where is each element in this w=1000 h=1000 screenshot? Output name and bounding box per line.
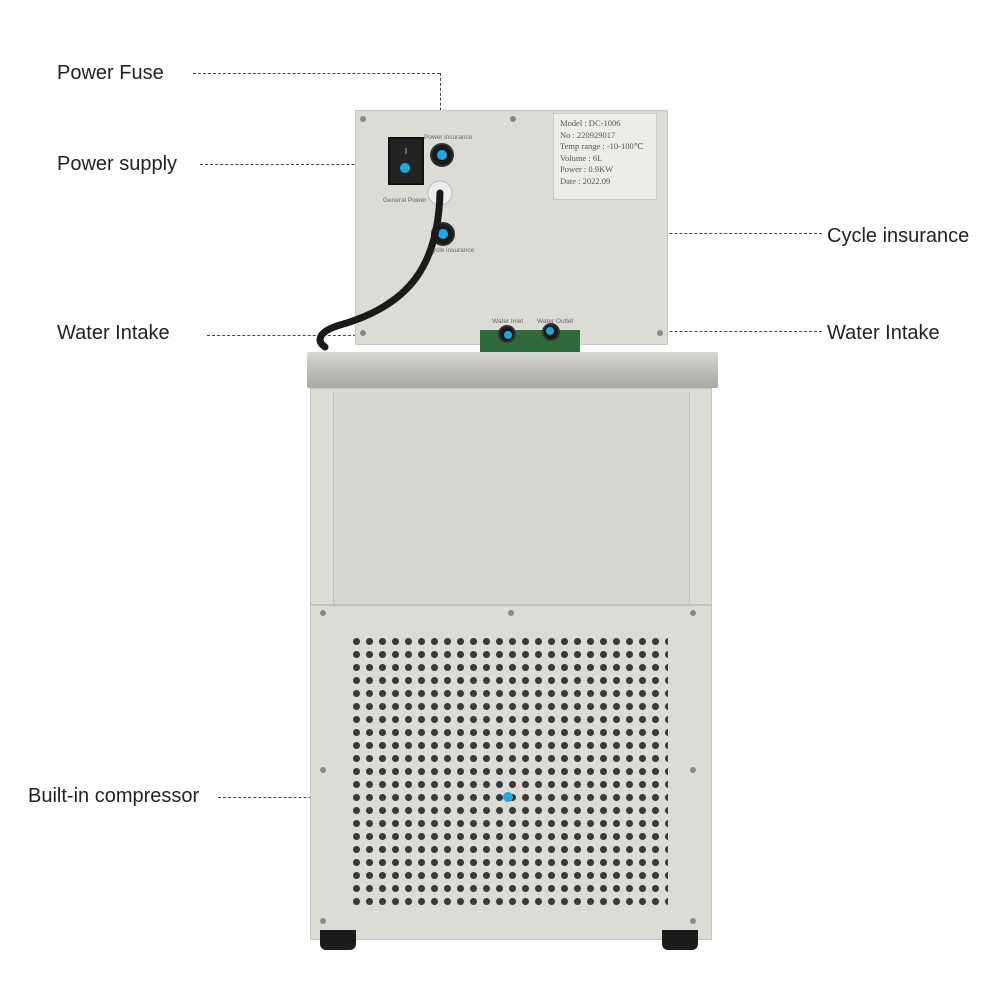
- switch-on-mark: I: [404, 147, 408, 156]
- marker-dot: [438, 229, 448, 239]
- screw-icon: [690, 918, 696, 924]
- nameplate-volume: Volume : 6L: [560, 152, 603, 163]
- power-switch[interactable]: I: [388, 137, 424, 185]
- power-cord: [316, 180, 453, 351]
- nameplate-power: Power : 0.9KW: [560, 164, 614, 174]
- screw-icon: [690, 610, 696, 616]
- callout-water-intake-right: Water Intake: [827, 322, 940, 344]
- screw-icon: [508, 610, 514, 616]
- screw-icon: [657, 330, 663, 336]
- marker-dot: [437, 150, 447, 160]
- power-fuse-knob[interactable]: [430, 143, 454, 167]
- water-port-board: [480, 330, 580, 356]
- leader-line: [193, 73, 440, 74]
- nameplate: Model : DC-1006 No : 220929017 Temp rang…: [553, 113, 657, 200]
- callout-compressor: Built-in compressor: [28, 785, 200, 807]
- nameplate-number: No : 220929017: [560, 129, 616, 140]
- power-insurance-label: Power insurance: [424, 134, 473, 141]
- callout-water-intake-left: Water Intake: [57, 322, 170, 344]
- water-inlet-port[interactable]: [498, 325, 516, 343]
- screw-icon: [510, 116, 516, 122]
- leader-line: [440, 73, 441, 145]
- screw-icon: [360, 116, 366, 122]
- screw-icon: [320, 918, 326, 924]
- general-power-label: General Power: [383, 197, 427, 204]
- screw-icon: [320, 610, 326, 616]
- leader-line: [550, 331, 822, 332]
- screw-icon: [360, 330, 366, 336]
- screw-icon: [320, 767, 326, 773]
- callout-cycle-insurance: Cycle insurance: [827, 225, 970, 247]
- callout-power-fuse: Power Fuse: [57, 62, 164, 84]
- cycle-insurance-label: Cycle insurance: [428, 247, 475, 254]
- nameplate-temp-range: Temp range : -10-100℃: [560, 141, 644, 151]
- stainless-top: [307, 352, 718, 388]
- leader-line: [200, 164, 400, 165]
- water-outlet-port[interactable]: [542, 323, 560, 341]
- nameplate-model: Model : DC-1006: [560, 118, 621, 128]
- divider: [310, 604, 712, 606]
- water-inlet-label: Water Inlet: [492, 318, 524, 325]
- screw-icon: [690, 767, 696, 773]
- ventilation-grille: [350, 635, 668, 905]
- marker-dot: [546, 327, 554, 335]
- marker-dot: [400, 163, 410, 173]
- foot: [320, 930, 356, 950]
- marker-dot: [503, 792, 513, 802]
- nameplate-date: Date : 2022.09: [560, 175, 611, 186]
- callout-power-supply: Power supply: [57, 153, 178, 175]
- marker-dot: [504, 331, 512, 339]
- water-outlet-label: Water Outlet: [537, 318, 574, 325]
- foot: [662, 930, 698, 950]
- upper-panel: [333, 392, 690, 604]
